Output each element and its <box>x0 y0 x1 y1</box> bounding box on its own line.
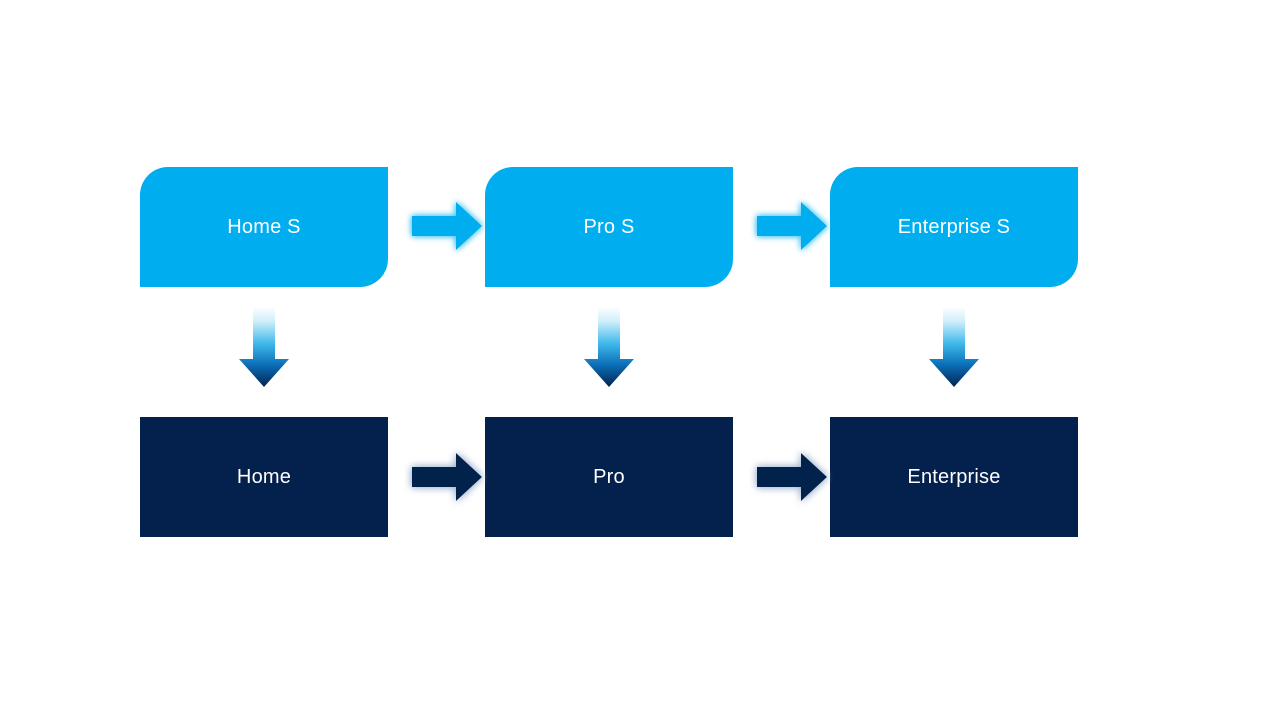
node-enterprise-s[interactable]: Enterprise S <box>830 167 1078 287</box>
node-home-s[interactable]: Home S <box>140 167 388 287</box>
node-label-enterprise: Enterprise <box>907 466 1001 488</box>
node-home[interactable]: Home <box>140 417 388 537</box>
right-arrow-icon-home-to-pro[interactable] <box>404 446 490 508</box>
node-label-enterprise-s: Enterprise S <box>897 216 1011 238</box>
node-label-pro-s: Pro S <box>583 216 635 238</box>
right-arrow-icon-home-s-to-pro-s[interactable] <box>404 195 490 257</box>
node-pro-s[interactable]: Pro S <box>485 167 733 287</box>
node-label-home: Home <box>236 466 292 488</box>
right-arrow-icon-pro-s-to-enterprise-s[interactable] <box>749 195 835 257</box>
node-label-pro: Pro <box>593 466 625 488</box>
down-arrow-icon-pro-s-to-pro[interactable] <box>577 305 641 391</box>
node-enterprise[interactable]: Enterprise <box>830 417 1078 537</box>
node-label-home-s: Home S <box>227 216 301 238</box>
down-arrow-icon-enterprise-s-to-enterprise[interactable] <box>922 305 986 391</box>
down-arrow-icon-home-s-to-home[interactable] <box>232 305 296 391</box>
right-arrow-icon-pro-to-enterprise[interactable] <box>749 446 835 508</box>
node-pro[interactable]: Pro <box>485 417 733 537</box>
